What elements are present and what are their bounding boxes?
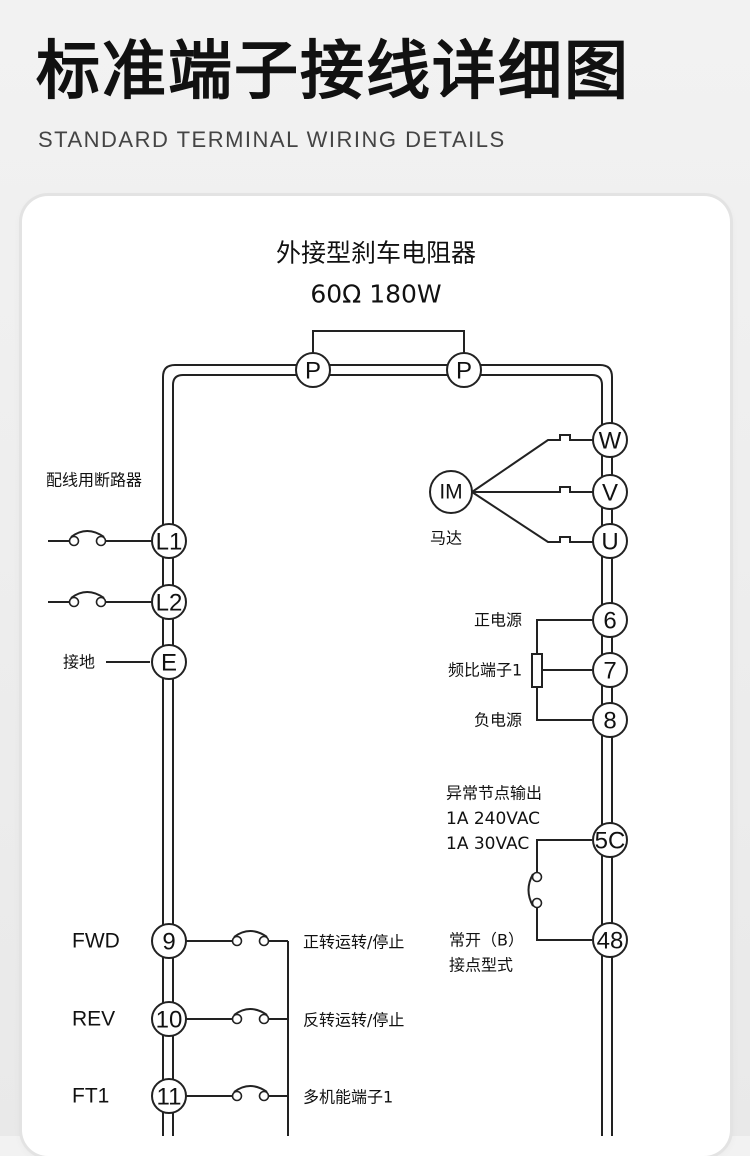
svg-text:L2: L2 — [156, 590, 183, 617]
motor-wiring — [471, 434, 595, 543]
relay-contact — [527, 839, 592, 941]
terminal-7: 7 — [592, 652, 628, 688]
potentiometer — [531, 619, 592, 721]
svg-text:U: U — [601, 529, 618, 556]
terminal-l2: L2 — [151, 584, 187, 620]
terminal-6: 6 — [592, 602, 628, 638]
relay-rating-240: 1A 240VAC — [446, 809, 540, 829]
input-code-ft1: FT1 — [72, 1085, 109, 1108]
page-subtitle: STANDARD TERMINAL WIRING DETAILS — [38, 127, 506, 152]
brake-resistor-wire — [312, 330, 465, 353]
terminal-l1: L1 — [151, 523, 187, 559]
input-switch-fwd — [186, 930, 288, 947]
breaker-label: 配线用断路器 — [46, 471, 142, 490]
svg-text:E: E — [161, 650, 177, 677]
terminal-bus — [162, 364, 613, 1136]
terminal-10: 10 — [151, 1001, 187, 1037]
brake-resistor-label: 外接型刹车电阻器 — [276, 239, 476, 268]
input-desc-ft1: 多机能端子1 — [303, 1088, 393, 1107]
brake-resistor-rating: 60Ω 180W — [310, 280, 441, 309]
svg-text:7: 7 — [603, 658, 616, 685]
svg-text:W: W — [599, 428, 622, 455]
contact-type-line2: 接点型式 — [449, 956, 513, 975]
svg-text:48: 48 — [597, 928, 624, 955]
svg-text:11: 11 — [157, 1084, 182, 1111]
input-code-rev: REV — [72, 1008, 115, 1031]
svg-text:P: P — [305, 358, 321, 385]
input-code-fwd: FWD — [72, 930, 120, 953]
terminal-v: V — [592, 474, 628, 510]
svg-text:10: 10 — [156, 1007, 183, 1034]
ground-label: 接地 — [63, 653, 95, 672]
input-desc-fwd: 正转运转/停止 — [303, 933, 404, 952]
negative-supply-label: 负电源 — [474, 711, 522, 730]
input-switch-rev — [186, 1008, 288, 1025]
terminal-p-left: P — [295, 352, 331, 388]
terminal-e: E — [151, 644, 187, 680]
motor-label: 马达 — [430, 529, 462, 548]
breaker-switch-l2 — [48, 591, 153, 608]
terminal-5c: 5C — [592, 822, 628, 858]
input-desc-rev: 反转运转/停止 — [303, 1011, 404, 1030]
frequency-ref-label: 频比端子1 — [448, 661, 522, 680]
page-title: 标准端子接线详细图 — [36, 35, 630, 109]
svg-text:5C: 5C — [595, 828, 626, 855]
terminal-p-right: P — [446, 352, 482, 388]
svg-text:V: V — [602, 480, 618, 507]
relay-rating-30: 1A 30VAC — [446, 834, 529, 854]
terminal-w: W — [592, 422, 628, 458]
breaker-switch-l1 — [48, 530, 153, 547]
input-switch-ft1 — [186, 1085, 288, 1102]
positive-supply-label: 正电源 — [474, 611, 522, 630]
svg-text:P: P — [456, 358, 472, 385]
motor-symbol: IM — [439, 481, 462, 504]
terminal-9: 9 — [151, 923, 187, 959]
relay-output-label: 异常节点输出 — [446, 784, 542, 803]
terminal-8: 8 — [592, 702, 628, 738]
terminal-11: 11 — [151, 1078, 187, 1114]
svg-text:L1: L1 — [156, 529, 183, 556]
terminal-u: U — [592, 523, 628, 559]
svg-text:9: 9 — [162, 929, 175, 956]
contact-type-line1: 常开（B） — [449, 931, 524, 950]
svg-text:6: 6 — [603, 608, 616, 635]
svg-text:8: 8 — [603, 708, 616, 735]
terminal-48: 48 — [592, 922, 628, 958]
